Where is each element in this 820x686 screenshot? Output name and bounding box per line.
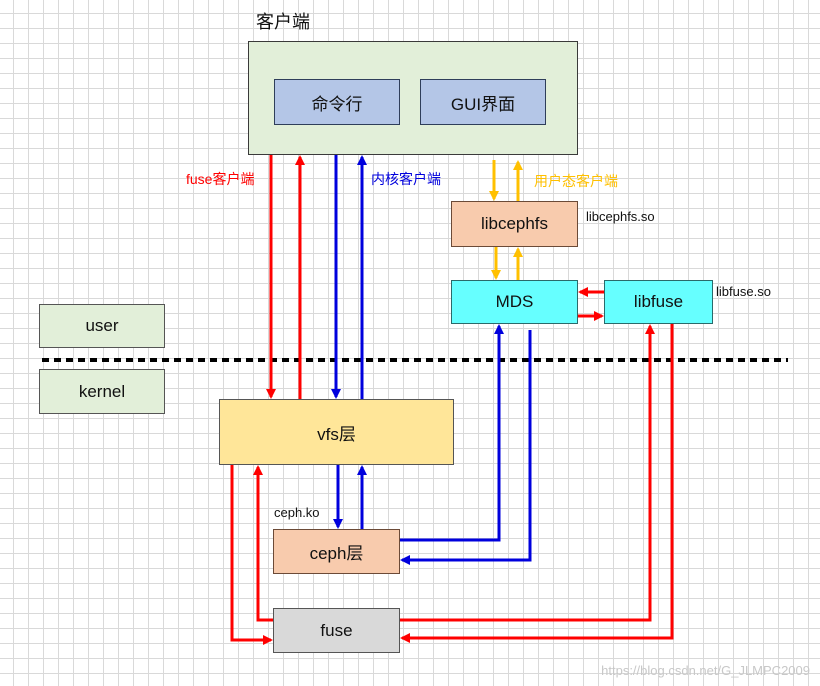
vfs-layer-box: vfs层: [219, 399, 454, 465]
mds-box: MDS: [451, 280, 578, 324]
fuse-box: fuse: [273, 608, 400, 653]
client-title: 客户端: [256, 12, 310, 32]
libcephfs-box: libcephfs: [451, 201, 578, 247]
red-arrow-libfuse-to-fuse: [400, 324, 674, 643]
libfuse-box: libfuse: [604, 280, 713, 324]
user-space-client-label: 用户态客户端: [534, 173, 618, 189]
blue-arrow-ceph-to-mds: [400, 324, 504, 542]
ceph-ko-label: ceph.ko: [274, 505, 320, 520]
red-arrow-vfs-to-fuse: [230, 465, 273, 645]
red-arrow-fuse-to-vfs: [253, 465, 273, 622]
kernel-space-box: kernel: [39, 369, 165, 414]
command-line-box: 命令行: [274, 79, 400, 125]
gui-box: GUI界面: [420, 79, 546, 125]
red-arrow-fuse-to-libfuse: [400, 324, 655, 622]
blue-arrow-mds-to-ceph: [400, 330, 532, 565]
fuse-client-label: fuse客户端: [186, 171, 255, 187]
user-space-box: user: [39, 304, 165, 348]
ceph-layer-box: ceph层: [273, 529, 400, 574]
libcephfs-so-label: libcephfs.so: [586, 209, 655, 224]
kernel-client-label: 内核客户端: [371, 171, 441, 187]
watermark: https://blog.csdn.net/G_JLMPC2009: [601, 663, 810, 678]
libfuse-so-label: libfuse.so: [716, 284, 771, 299]
